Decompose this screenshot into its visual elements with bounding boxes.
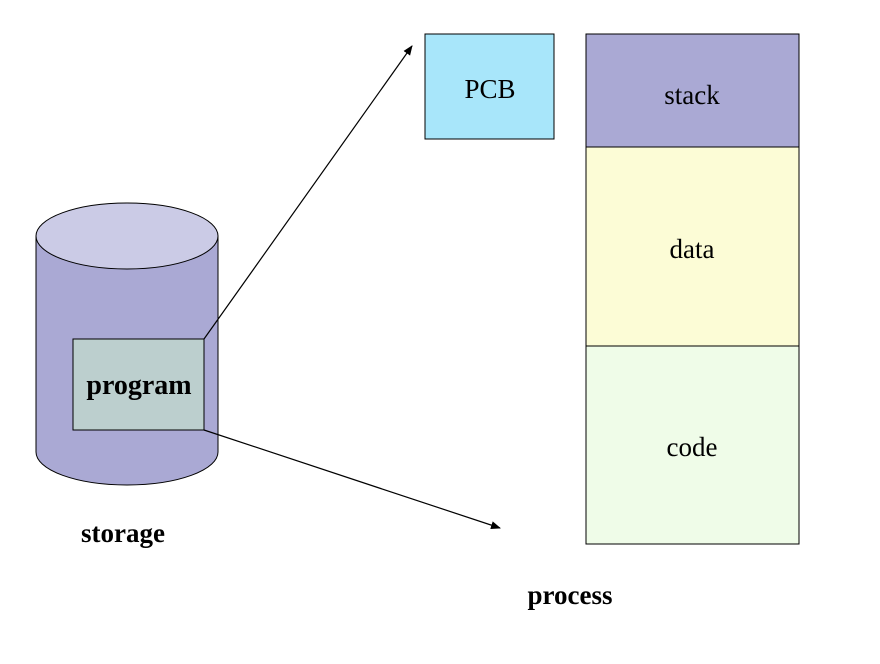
code-segment-rect	[585, 345, 800, 545]
pcb-box-rect	[424, 33, 555, 140]
pcb-box: PCB	[424, 33, 555, 140]
process-label: process	[528, 580, 613, 610]
code-segment: code	[585, 345, 800, 545]
code-label: code	[667, 432, 718, 462]
arrow-program-to-pcb	[203, 45, 413, 340]
cylinder-top	[35, 202, 219, 270]
program-box: program	[72, 338, 205, 431]
program-box-rect	[72, 338, 205, 431]
data-label: data	[670, 234, 715, 264]
storage-label: storage	[81, 518, 165, 548]
stack-segment-rect	[585, 33, 800, 148]
program-label: program	[86, 370, 191, 401]
arrow-program-to-process	[203, 429, 501, 529]
data-segment: data	[585, 146, 800, 347]
stack-segment: stack	[585, 33, 800, 148]
process-memory-layout: stack data code	[585, 33, 800, 545]
stack-label: stack	[664, 80, 720, 110]
pcb-label: PCB	[464, 74, 515, 104]
